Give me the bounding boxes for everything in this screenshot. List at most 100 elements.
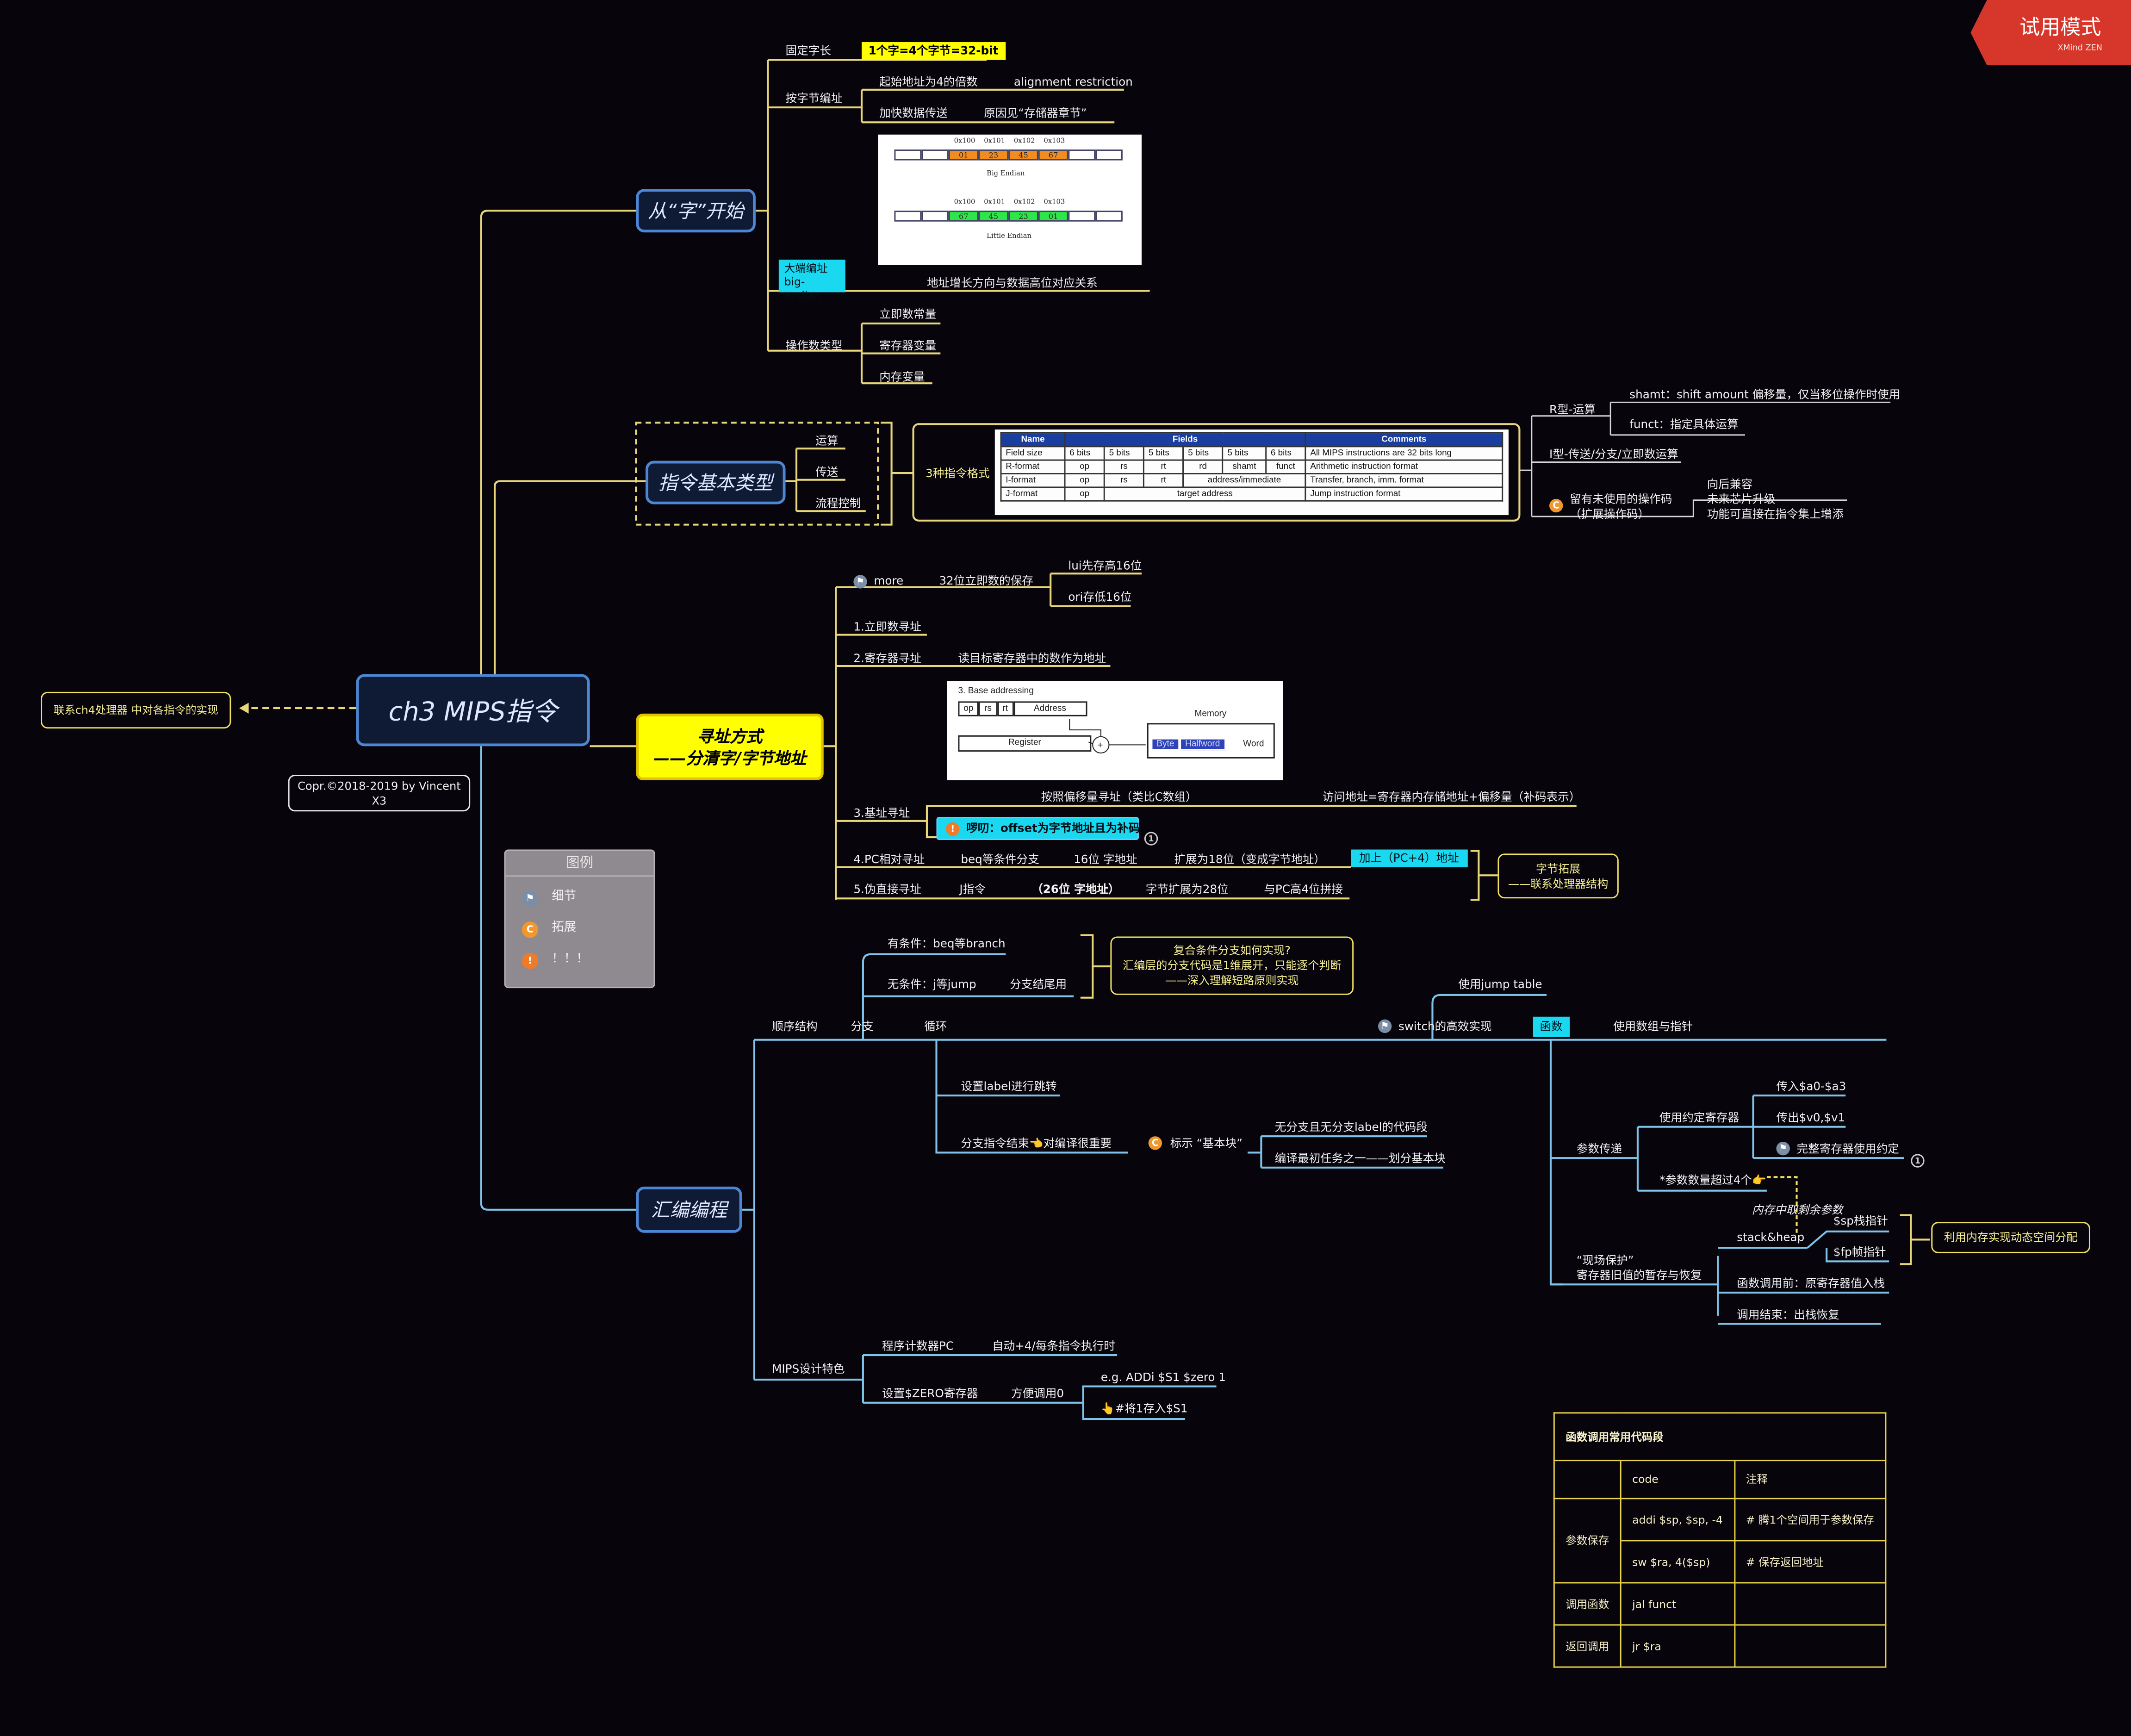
reserve-opcode-1[interactable]: 留有未使用的操作码 [1570, 492, 1672, 506]
mode-pc[interactable]: 4.PC相对寻址 [853, 852, 925, 866]
mode-base[interactable]: 3.基址寻址 [853, 806, 910, 820]
convention-reg-label[interactable]: 使用约定寄存器 [1659, 1110, 1740, 1124]
mode-pseudo[interactable]: 5.伪直接寻址 [853, 882, 921, 896]
pc-label[interactable]: 程序计数器PC [882, 1338, 954, 1353]
mode-register-desc[interactable]: 读目标寄存器中的数作为地址 [958, 651, 1106, 665]
big-addr-0: 0x100 [954, 137, 975, 146]
tail-label[interactable]: 分支结尾用 [1010, 977, 1067, 991]
topic-assembly[interactable]: 汇编编程 [636, 1186, 742, 1233]
zero-example-comment[interactable]: 👆#将1存入$S1 [1100, 1401, 1188, 1415]
mode-pc-b[interactable]: 16位 字地址 [1074, 852, 1137, 866]
zero-reg-desc[interactable]: 方便调用0 [1011, 1386, 1064, 1400]
imm32-label[interactable]: 32位立即数的保存 [939, 573, 1033, 587]
ori-label[interactable]: ori存低16位 [1068, 590, 1132, 604]
pc-desc[interactable]: 自动+4/每条指令执行时 [992, 1338, 1115, 1353]
big-endian-highlight[interactable]: 大端编址 big-endian [778, 259, 845, 302]
basic-block-def[interactable]: 无分支且无分支label的代码段 [1274, 1120, 1428, 1134]
speed-label[interactable]: 加快数据传送 [879, 106, 948, 120]
mode-base-desc[interactable]: 按照偏移量寻址（类比C数组） [1041, 790, 1197, 803]
operand-immediate[interactable]: 立即数常量 [879, 307, 937, 321]
mode-pseudo-b[interactable]: （26位 字地址） [1031, 882, 1120, 896]
mode-immediate[interactable]: 1.立即数寻址 [853, 620, 921, 634]
endian-desc-label[interactable]: 地址增长方向与数据高位对应关系 [926, 276, 1098, 290]
byte-addressing-label[interactable]: 按字节编址 [785, 91, 843, 105]
watermark-sub: XMind ZEN [2057, 43, 2102, 53]
alignment-en-label[interactable]: alignment restriction [1013, 75, 1133, 88]
dynamic-alloc-note[interactable]: 利用内存实现动态空间分配 [1931, 1222, 2090, 1253]
lui-label[interactable]: lui先存高16位 [1068, 559, 1142, 572]
flag-icon: ⚑ [522, 890, 538, 907]
funct-label[interactable]: funct：指定具体运算 [1629, 417, 1739, 431]
uncond-branch-label[interactable]: 无条件：j等jump [887, 977, 976, 991]
topic-addressing[interactable]: 寻址方式 ——分清字/字节地址 [636, 713, 824, 780]
reason-upgrade[interactable]: 未来芯片升级 [1707, 492, 1776, 506]
mem-rest-label[interactable]: 内存中取剩余参数 [1752, 1203, 1843, 1217]
compound-note[interactable]: 复合条件分支如何实现? 汇编层的分支代码是1维展开，只能逐个判断 ——深入理解短… [1110, 936, 1354, 995]
alignment-label[interactable]: 起始地址为4的倍数 [879, 75, 978, 88]
before-call-label[interactable]: 函数调用前：原寄存器值入栈 [1737, 1276, 1885, 1290]
topic-word-start[interactable]: 从“字”开始 [636, 189, 756, 233]
pass-in-label[interactable]: 传入$a0-$a3 [1776, 1079, 1846, 1093]
more-label[interactable]: more [874, 573, 904, 587]
after-call-label[interactable]: 调用结束：出栈恢复 [1737, 1307, 1839, 1321]
type-arith[interactable]: 运算 [815, 433, 839, 448]
fmt-r0c6: 6 bits [1265, 446, 1306, 461]
type-control[interactable]: 流程控制 [815, 496, 861, 510]
root-topic[interactable]: ch3 MIPS指令 [356, 674, 590, 747]
info-marker-icon[interactable]: 1 [1144, 832, 1158, 846]
reason-compat[interactable]: 向后兼容 [1707, 477, 1753, 491]
pass-out-label[interactable]: 传出$v0,$v1 [1776, 1110, 1845, 1124]
reserve-opcode-2[interactable]: （扩展操作码） [1570, 507, 1650, 521]
sp-label[interactable]: $sp栈指针 [1833, 1213, 1888, 1227]
basic-block-label[interactable]: 标示 “基本块” [1170, 1136, 1243, 1150]
i-type-label[interactable]: I型-传送/分支/立即数运算 [1549, 447, 1678, 461]
branch-end-label[interactable]: 分支指令结束👈对编译很重要 [961, 1136, 1112, 1150]
fixed-length-highlight[interactable]: 1个字=4个字节=32-bit [861, 42, 1006, 60]
context-save-1[interactable]: “现场保护” [1576, 1253, 1634, 1267]
reason-add[interactable]: 功能可直接在指令集上增添 [1707, 507, 1844, 521]
context-save-2[interactable]: 寄存器旧值的暂存与恢复 [1576, 1268, 1702, 1282]
mode-base-addr[interactable]: 访问地址=寄存器内存储地址+偏移量（补码表示） [1322, 790, 1581, 803]
array-pointer-label[interactable]: 使用数组与指针 [1613, 1019, 1693, 1033]
fp-label[interactable]: $fp帧指针 [1833, 1245, 1886, 1259]
operand-types-label[interactable]: 操作数类型 [785, 338, 843, 352]
operand-register[interactable]: 寄存器变量 [879, 338, 937, 352]
cond-branch-label[interactable]: 有条件：beq等branch [887, 936, 1006, 950]
zero-example[interactable]: e.g. ADDi $S1 $zero 1 [1100, 1370, 1226, 1384]
byte-extend-note[interactable]: 字节拓展 ——联系处理器结构 [1497, 853, 1619, 899]
speed-reason-label[interactable]: 原因见“存储器章节” [984, 106, 1087, 120]
fixed-length-label[interactable]: 固定字长 [785, 43, 831, 57]
mode-pc-a[interactable]: beq等条件分支 [961, 852, 1039, 866]
stack-heap-label[interactable]: stack&heap [1737, 1230, 1805, 1244]
mode-register[interactable]: 2.寄存器寻址 [853, 651, 921, 665]
zero-reg-label[interactable]: 设置$ZERO寄存器 [882, 1386, 978, 1400]
type-transfer[interactable]: 传送 [815, 465, 839, 479]
mode-pseudo-c[interactable]: 字节扩展为28位 [1145, 882, 1229, 896]
label-jump[interactable]: 设置label进行跳转 [961, 1079, 1057, 1093]
r-type-label[interactable]: R型-运算 [1549, 402, 1596, 416]
mips-features-label[interactable]: MIPS设计特色 [772, 1362, 845, 1376]
param-passing-label[interactable]: 参数传递 [1576, 1141, 1622, 1156]
info-marker-icon[interactable]: 1 [1911, 1154, 1925, 1168]
fmt-r2c5: Transfer, branch, imm. format [1305, 473, 1504, 488]
mode-pc-c[interactable]: 扩展为18位（变成字节地址） [1174, 852, 1325, 866]
mode-pc-highlight[interactable]: 加上（PC+4）地址 [1351, 849, 1467, 867]
over-four-label[interactable]: *参数数量超过4个👉 [1659, 1173, 1766, 1187]
mode-pseudo-d[interactable]: 与PC高4位拼接 [1264, 882, 1343, 896]
operand-memory[interactable]: 内存变量 [879, 369, 925, 384]
mode-pseudo-a[interactable]: J指令 [959, 882, 986, 896]
loop-label[interactable]: 循环 [924, 1019, 947, 1033]
function-highlight[interactable]: 函数 [1533, 1016, 1570, 1037]
basic-block-task[interactable]: 编译最初任务之一——划分基本块 [1274, 1151, 1446, 1165]
switch-label[interactable]: switch的高效实现 [1398, 1019, 1492, 1033]
shamt-label[interactable]: shamt：shift amount 偏移量，仅当移位操作时使用 [1629, 387, 1901, 401]
call-code-sw: sw $ra, 4($sp) [1620, 1540, 1735, 1584]
branch-label[interactable]: 分支 [851, 1019, 874, 1033]
base-warning-box[interactable]: ! 啰叨：offset为字节地址且为补码 [936, 817, 1140, 840]
left-note[interactable]: 联系ch4处理器 中对各指令的实现 [41, 691, 231, 729]
full-convention-label[interactable]: 完整寄存器使用约定 [1796, 1141, 1899, 1156]
jump-table-label[interactable]: 使用jump table [1458, 977, 1542, 991]
topic-instruction-types[interactable]: 指令基本类型 [646, 460, 786, 504]
three-formats-label[interactable]: 3种指令格式 [926, 466, 990, 480]
seq-label[interactable]: 顺序结构 [772, 1019, 818, 1033]
